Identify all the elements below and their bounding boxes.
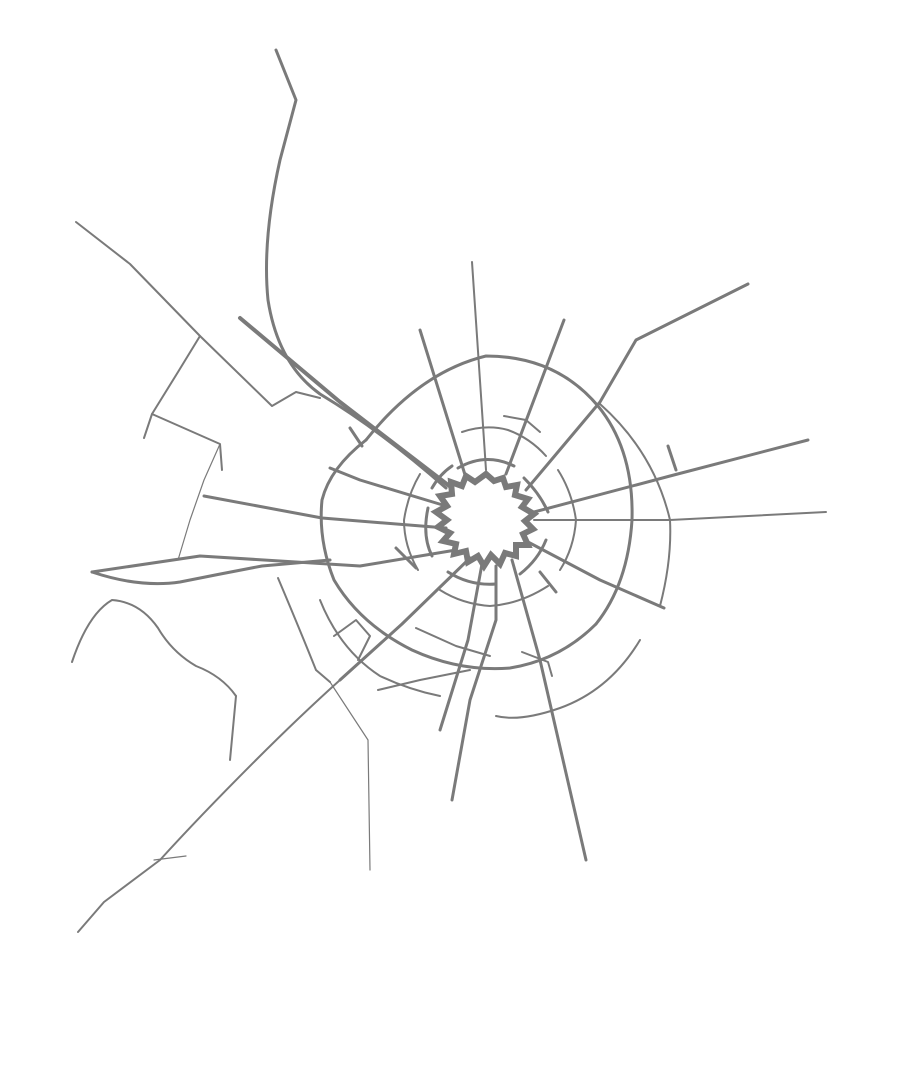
impact-hole: [430, 470, 540, 572]
crack-lines: [71, 48, 827, 933]
